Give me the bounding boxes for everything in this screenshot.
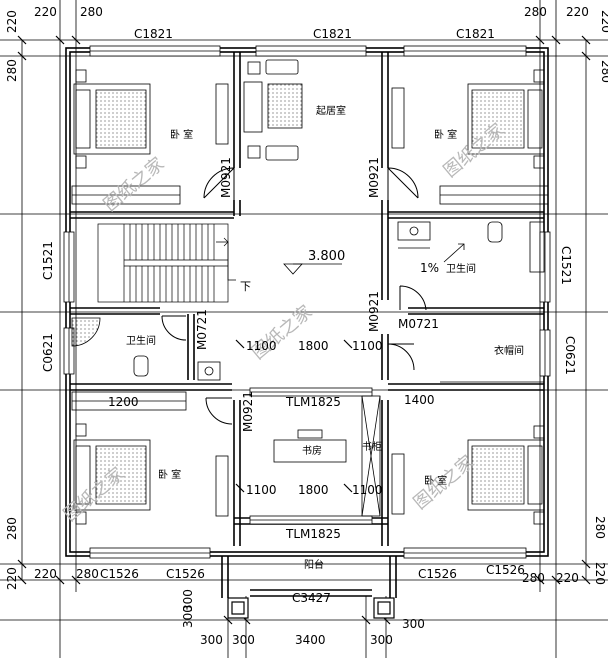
slope-label: 1% [420, 261, 439, 275]
balcony-posts [227, 597, 395, 619]
bathroom-fixtures-left [71, 317, 221, 381]
dim-label: 1800 [298, 483, 329, 497]
door-label: M0721 [195, 309, 209, 350]
dim-label: 300 [370, 633, 393, 647]
window-label: C1526 [486, 563, 525, 577]
dim-label: 1100 [352, 339, 383, 353]
door-labels: M0921 M0921 M0921 M0721 M0721 M0921 TLM1… [195, 157, 439, 541]
dim-label: 220 [593, 562, 607, 585]
watermark: 图纸之家 [100, 153, 169, 215]
door-label: TLM1825 [285, 395, 341, 409]
dim-label: 280 [524, 5, 547, 19]
bed-bottom-left [71, 391, 229, 525]
room-label-bedroom: 卧 室 [170, 128, 193, 141]
door-label: M0921 [219, 157, 233, 198]
window-label: C0621 [41, 333, 55, 372]
dim-label: 280 [599, 60, 608, 83]
window-label: C1821 [456, 27, 495, 41]
door-swings [161, 167, 427, 425]
level-value: 3.800 [308, 249, 345, 264]
room-label-bathroom: 卫生间 [126, 334, 156, 347]
room-label-balcony: 阳台 [304, 558, 324, 571]
window-label: C1526 [100, 567, 139, 581]
dim-label: 1100 [246, 483, 277, 497]
dim-label: 280 [80, 5, 103, 19]
dim-label: 280 [522, 571, 545, 585]
room-label-bathroom: 卫生间 [446, 262, 476, 275]
dim-label: 220 [566, 5, 589, 19]
dim-label: 220 [556, 571, 579, 585]
door-label: M0921 [367, 157, 381, 198]
dim-label: 280 [5, 59, 19, 82]
watermark: 图纸之家 [248, 301, 317, 363]
room-label-closet: 衣帽间 [494, 344, 524, 357]
dim-label: 3400 [295, 633, 326, 647]
room-label-bedroom: 卧 室 [434, 128, 457, 141]
dim-label: 220 [5, 10, 19, 33]
level-marker [283, 263, 342, 275]
sofa-set [243, 59, 303, 161]
dim-label: 220 [34, 567, 57, 581]
room-label-study: 书房 [302, 444, 322, 457]
bed-top-right [391, 69, 549, 205]
dim-label: 220 [34, 5, 57, 19]
study-furniture [273, 395, 381, 517]
window-label: C1821 [134, 27, 173, 41]
nightstand-top-left [215, 83, 229, 145]
door-label: M0921 [241, 391, 255, 432]
dim-label: 280 [76, 567, 99, 581]
dim-label: 1400 [404, 393, 435, 407]
dim-label: 300 [232, 633, 255, 647]
dim-label: 280 [5, 517, 19, 540]
dimension-labels: 220 280 280 220 220 280 220 280 280 220 … [5, 5, 608, 647]
window-label: C3427 [292, 591, 331, 605]
dim-label: 1100 [352, 483, 383, 497]
stair-down-label: 下 [240, 280, 251, 293]
window-label: C1821 [313, 27, 352, 41]
dim-label: 220 [599, 10, 608, 33]
window-label: C0621 [563, 336, 577, 375]
window-openings [63, 45, 551, 559]
room-label-bedroom: 卧 室 [158, 468, 181, 481]
dim-label: 300 [200, 633, 223, 647]
room-label-living: 起居室 [316, 104, 346, 117]
dim-label: 1100 [246, 339, 277, 353]
dim-label: 300 [402, 617, 425, 631]
annotations: 3.800 下 1% [240, 243, 465, 293]
bed-top-left [71, 69, 181, 205]
dim-label: 1200 [108, 395, 139, 409]
window-label: C1526 [166, 567, 205, 581]
dim-label: 280 [593, 516, 607, 539]
window-label: C1521 [41, 241, 55, 280]
slope-arrow-icon [443, 243, 465, 263]
bed-bottom-right [391, 425, 545, 525]
staircase [97, 223, 236, 303]
window-label: C1526 [418, 567, 457, 581]
dim-label: 300 [181, 605, 195, 628]
room-label-bedroom: 卧 室 [424, 474, 447, 487]
door-label: TLM1825 [285, 527, 341, 541]
window-label: C1521 [559, 246, 573, 285]
dim-label: 1800 [298, 339, 329, 353]
room-label-bookcase: 书柜 [362, 440, 382, 453]
dim-label: 300 [181, 589, 195, 612]
room-labels: 卧 室 起居室 卧 室 卫生间 卫生间 衣帽间 书房 书柜 卧 室 卧 室 阳台 [126, 104, 524, 571]
bathroom-fixtures-right [397, 221, 545, 273]
dim-label: 220 [5, 567, 19, 590]
door-label: M0921 [367, 291, 381, 332]
dimension-ticks [17, 35, 591, 625]
window-labels: C1821 C1821 C1821 C1521 C1521 C0621 C062… [41, 27, 577, 605]
door-label: M0721 [398, 317, 439, 331]
